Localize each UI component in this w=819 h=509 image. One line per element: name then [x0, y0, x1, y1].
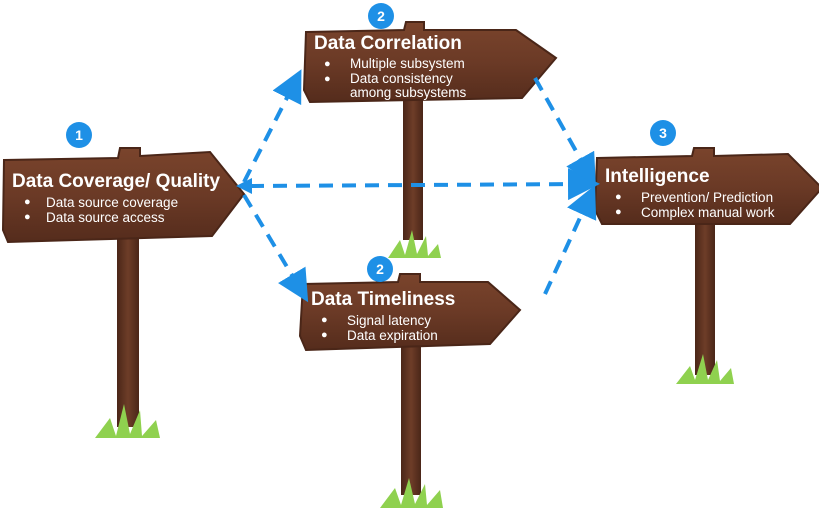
- bullet-item: Data consistency: [314, 71, 466, 87]
- bullet-item-continuation: among subsystems: [350, 85, 467, 100]
- arrow-coverage-to-timeliness: [242, 193, 309, 303]
- grass-timeliness: [380, 478, 443, 508]
- bullet-item: Signal latency: [311, 313, 455, 328]
- arrow-correlation-to-intelligence: [533, 77, 596, 187]
- bullet-list: Prevention/ Prediction Complex manual wo…: [605, 190, 775, 220]
- bullet-item: Data source access: [12, 210, 220, 225]
- bullet-item: Complex manual work: [605, 205, 775, 220]
- grass-intelligence: [676, 354, 734, 384]
- bullet-item: Multiple subsystem: [314, 56, 466, 72]
- sign-title: Data Timeliness: [311, 289, 456, 310]
- post-coverage: [117, 205, 139, 427]
- arrow-coverage-intelligence: [249, 168, 600, 201]
- bullet-list: Multiple subsystem Data consistency amon…: [314, 56, 467, 101]
- bullet-list: Signal latency Data expiration: [311, 313, 455, 343]
- sign-intelligence: Intelligence Prevention/ Prediction Comp…: [605, 166, 775, 220]
- sign-correlation: Data Correlation Multiple subsystem Data…: [314, 33, 466, 101]
- post-intelligence: [695, 205, 715, 375]
- bullet-item: Data expiration: [311, 328, 455, 343]
- step-badge-intelligence: 3: [650, 120, 676, 146]
- bullet-list: Data source coverage Data source access: [12, 195, 220, 225]
- arrow-head-left: [236, 178, 252, 194]
- post-correlation: [403, 80, 423, 240]
- sign-timeliness: Data Timeliness Signal latency Data expi…: [311, 289, 455, 343]
- grass-coverage: [95, 404, 160, 438]
- step-badge-coverage: 1: [66, 122, 92, 148]
- arrow-coverage-to-correlation: [242, 69, 302, 183]
- bullet-item: Prevention/ Prediction: [605, 190, 775, 205]
- sign-title: Data Coverage/ Quality: [12, 171, 221, 192]
- sign-title: Intelligence: [605, 166, 710, 187]
- step-badge-timeliness: 2: [367, 256, 393, 282]
- arrow-timeliness-to-intelligence: [543, 185, 597, 295]
- sign-coverage: Data Coverage/ Quality Data source cover…: [12, 171, 220, 225]
- bullet-item: Data source coverage: [12, 195, 220, 210]
- step-badge-correlation: 2: [368, 3, 394, 29]
- grass-correlation: [388, 230, 441, 258]
- post-timeliness: [401, 330, 421, 495]
- sign-title: Data Correlation: [314, 33, 462, 54]
